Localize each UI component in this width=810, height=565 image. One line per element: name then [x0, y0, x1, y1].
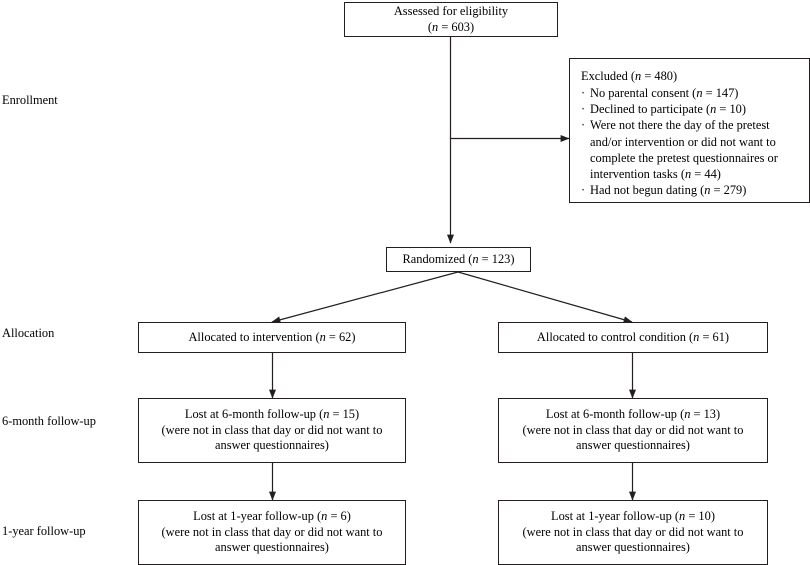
bullet-icon: ·: [581, 86, 586, 101]
assessed-line1: Assessed for eligibility: [393, 3, 509, 18]
node-lost-6month-control: Lost at 6-month follow-up (n = 13)(were …: [498, 398, 768, 463]
excluded-heading: Excluded (n = 480): [581, 69, 678, 83]
node-assessed-text: Assessed for eligibility(n = 603): [345, 4, 557, 36]
italic-n: n: [684, 406, 691, 421]
stage-label-allocation: Allocation: [2, 326, 55, 340]
connector-randomized-to-control: [457, 271, 633, 324]
node-lost-1year-intervention-text: Lost at 1-year follow-up (n = 6)(were no…: [161, 508, 383, 555]
excluded-reason-list: · No parental consent (n = 147) · Declin…: [581, 85, 801, 198]
excluded-reason-text: Had not begun dating (n = 279): [590, 182, 747, 197]
list-item: · Were not there the day of the pretest …: [581, 117, 801, 182]
italic-n: n: [679, 508, 686, 523]
node-randomized-text: Randomized (n = 123): [402, 251, 515, 266]
assessed-line2: (n = 603): [427, 19, 475, 34]
stage-label-one-year-follow-up: 1-year follow-up: [2, 524, 86, 538]
excluded-reason-text: No parental consent (n = 147): [590, 86, 739, 101]
bullet-icon: ·: [581, 118, 586, 133]
node-lost-1year-control-text: Lost at 1-year follow-up (n = 10)(were n…: [522, 508, 744, 555]
italic-n: n: [635, 69, 642, 83]
list-item: · Declined to participate (n = 10): [581, 101, 801, 117]
list-item: · No parental consent (n = 147): [581, 85, 801, 101]
italic-n: n: [432, 19, 439, 34]
italic-n: n: [684, 166, 692, 181]
italic-n: n: [696, 86, 703, 101]
node-randomized: Randomized (n = 123): [386, 247, 531, 272]
italic-n: n: [693, 329, 700, 344]
bullet-icon: ·: [581, 182, 586, 197]
italic-n: n: [321, 508, 328, 523]
excluded-reason-text: Were not there the day of the pretest an…: [590, 118, 778, 181]
italic-n: n: [323, 406, 330, 421]
node-excluded: Excluded (n = 480) · No parental consent…: [569, 58, 810, 203]
node-allocated-control-text: Allocated to control condition (n = 61): [536, 329, 730, 344]
node-lost-6month-control-text: Lost at 6-month follow-up (n = 13)(were …: [522, 406, 744, 453]
node-allocated-intervention-text: Allocated to intervention (n = 62): [188, 329, 356, 344]
italic-n: n: [319, 329, 326, 344]
list-item: · Had not begun dating (n = 279): [581, 182, 801, 198]
node-allocated-control: Allocated to control condition (n = 61): [498, 322, 768, 353]
node-lost-1year-intervention: Lost at 1-year follow-up (n = 6)(were no…: [138, 500, 406, 565]
stage-label-enrollment: Enrollment: [2, 93, 58, 107]
bullet-icon: ·: [581, 102, 586, 117]
node-lost-6month-intervention-text: Lost at 6-month follow-up (n = 15)(were …: [161, 406, 383, 453]
excluded-reason-text: Declined to participate (n = 10): [590, 102, 746, 117]
node-lost-6month-intervention: Lost at 6-month follow-up (n = 15)(were …: [138, 398, 406, 463]
italic-n: n: [704, 182, 711, 197]
italic-n: n: [472, 251, 479, 266]
node-assessed-for-eligibility: Assessed for eligibility(n = 603): [344, 2, 558, 37]
node-allocated-intervention: Allocated to intervention (n = 62): [138, 322, 406, 353]
stage-label-six-month-follow-up: 6-month follow-up: [2, 414, 96, 428]
connector-randomized-to-intervention: [271, 271, 459, 324]
node-lost-1year-control: Lost at 1-year follow-up (n = 10)(were n…: [498, 500, 768, 565]
italic-n: n: [710, 102, 717, 117]
